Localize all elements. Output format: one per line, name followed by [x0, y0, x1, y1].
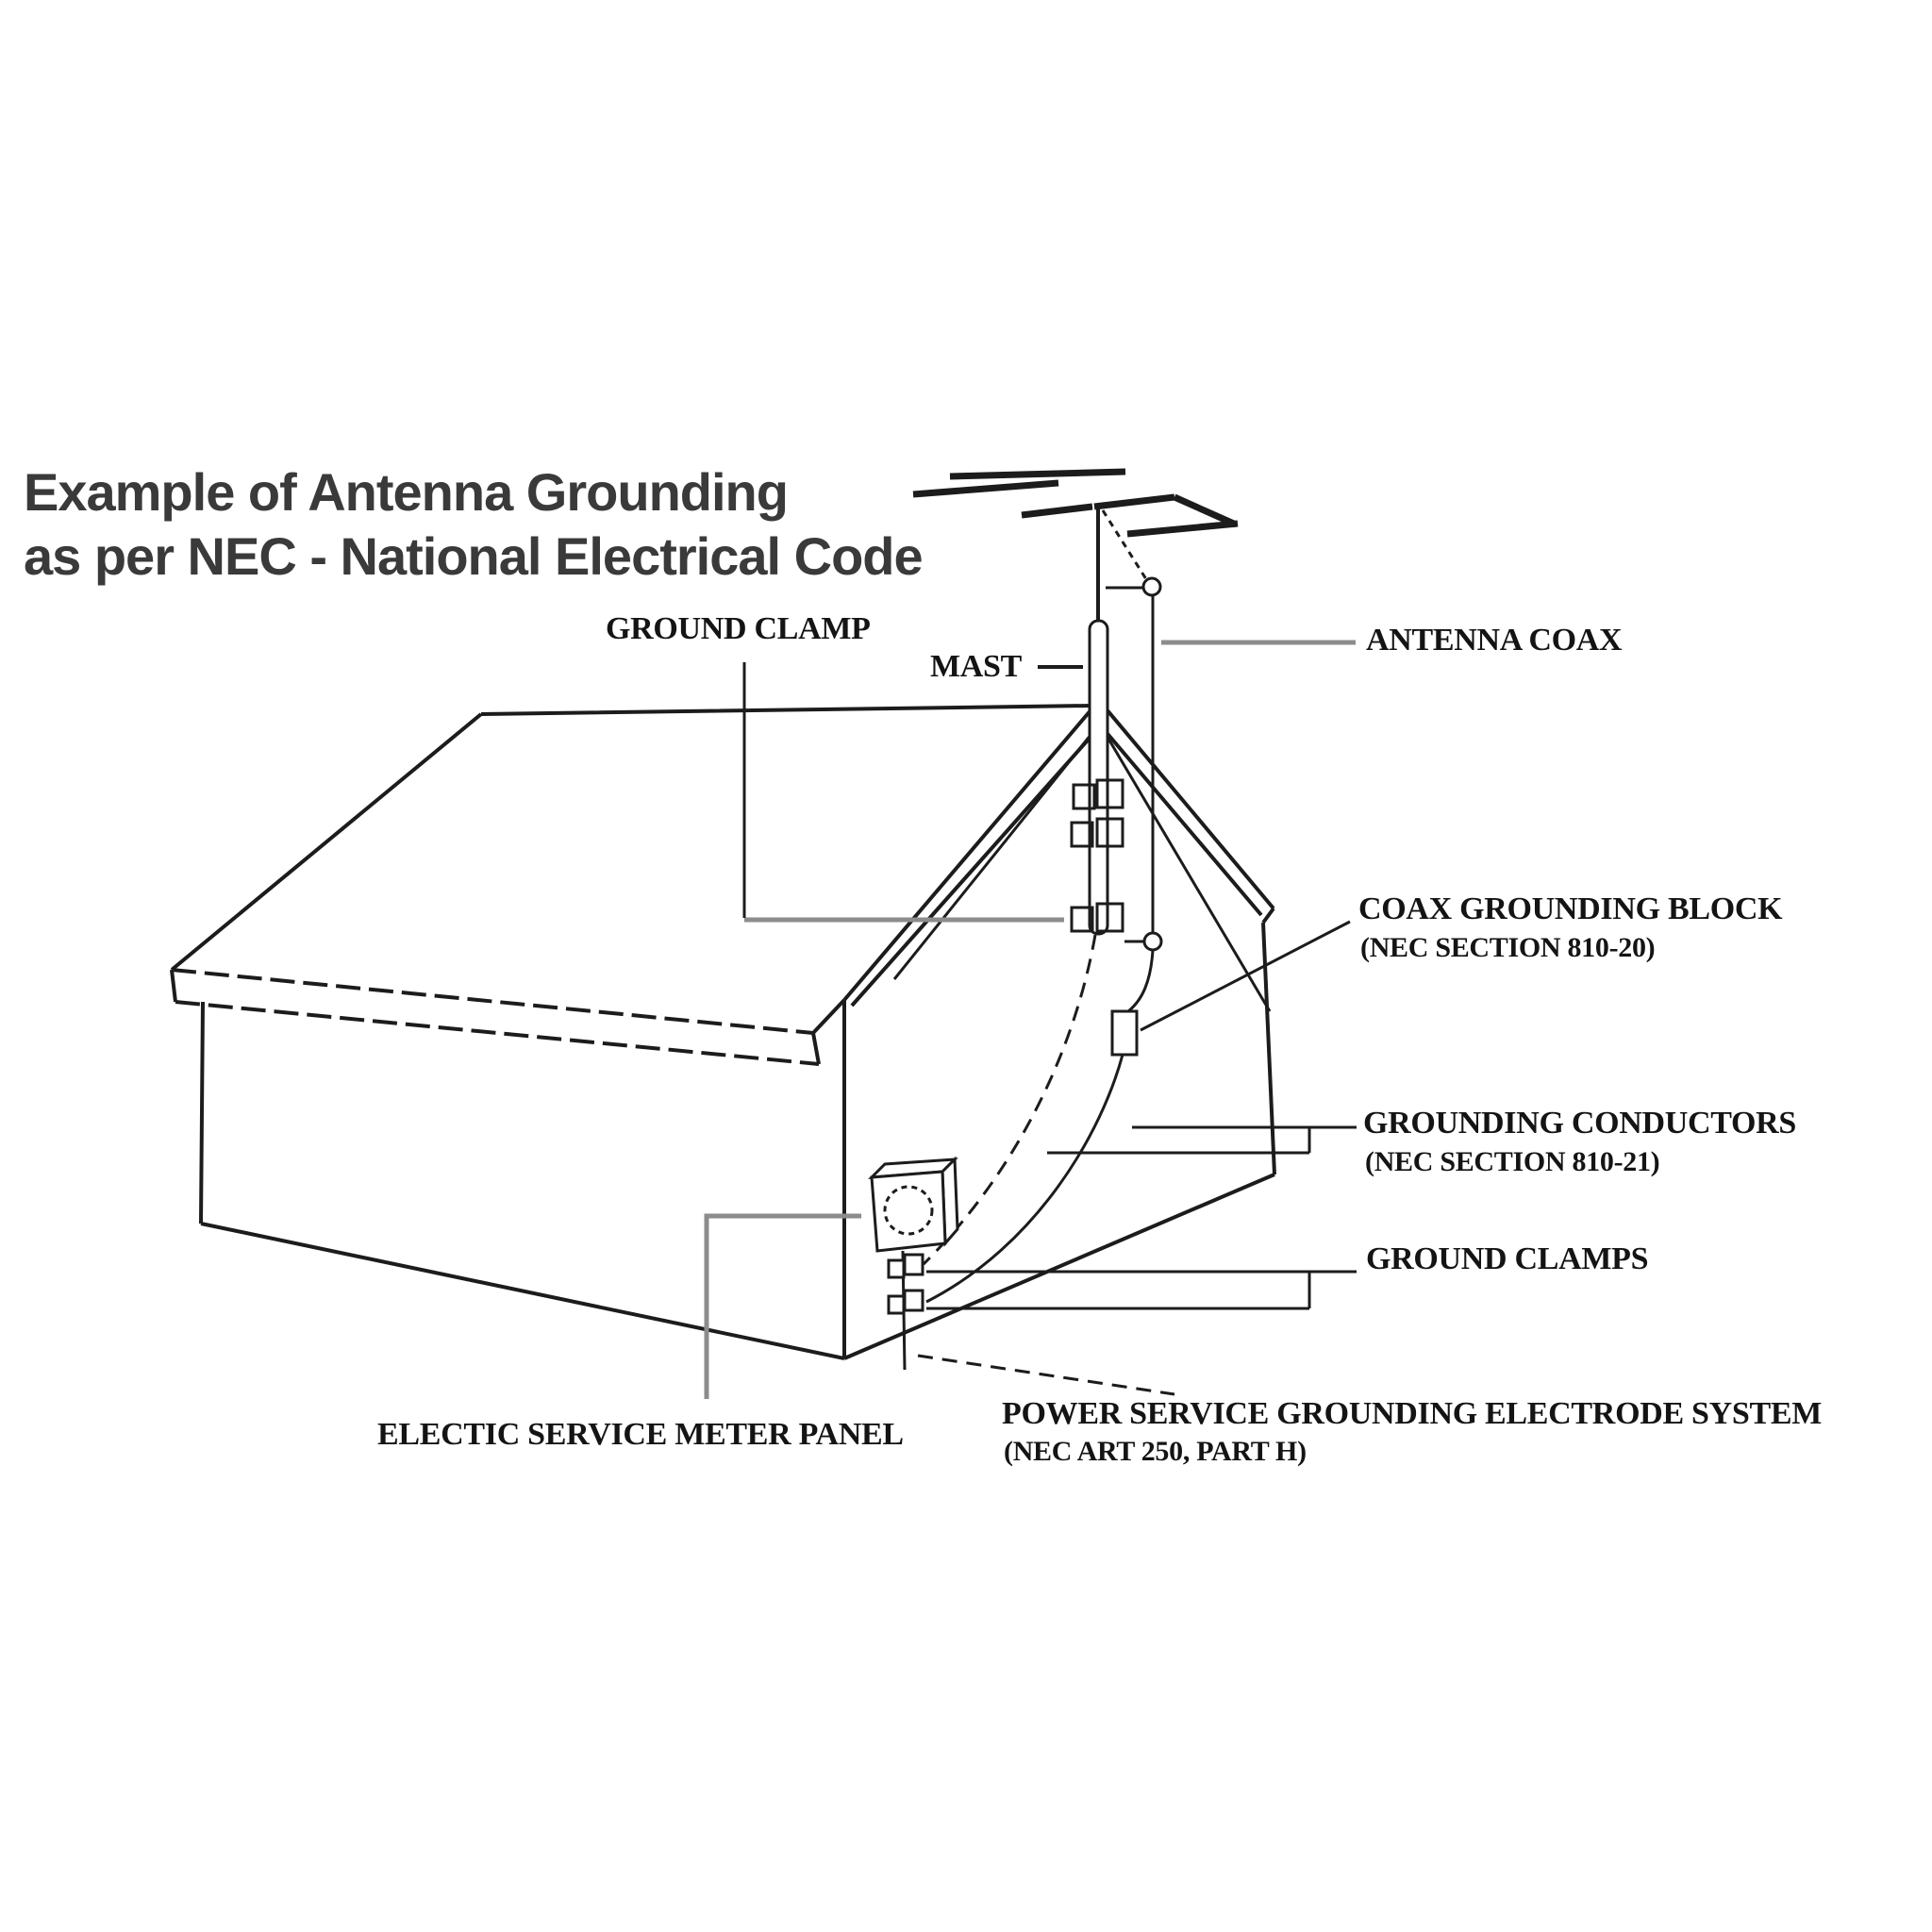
label-ground-clamps: GROUND CLAMPS [1366, 1241, 1649, 1276]
service-ground-clamp-upper [887, 1253, 924, 1279]
power-service-leader-dashed [917, 1354, 1175, 1396]
coax-standoff-upper [1141, 576, 1162, 597]
antenna-drawing [912, 468, 1239, 625]
clamp-plate [903, 1253, 924, 1276]
mast-ground-clamp-middle [1070, 817, 1124, 848]
grounding-conductors-leader-bracket [1047, 1125, 1357, 1155]
label-ground-clamp: GROUND CLAMP [606, 611, 871, 646]
mast-ground-clamp-lower [1070, 902, 1124, 933]
mast-tube [1088, 619, 1109, 936]
gable-rake-fascia-lines [842, 708, 1275, 1008]
label-mast: MAST [930, 649, 1023, 684]
coax-block-leader [1140, 920, 1351, 1032]
label-coax-grounding-block-sub: (NEC SECTION 810-20) [1360, 932, 1656, 963]
antenna-feed-line [1101, 509, 1148, 580]
house-drawing [170, 704, 1276, 1360]
mast-ground-clamp-upper [1072, 778, 1124, 810]
coax-curve-to-block [1127, 949, 1155, 1013]
clamp-plate [1072, 783, 1096, 810]
roof-ridge-and-rake-lines [170, 704, 1092, 1065]
diagram-title: Example of Antenna Grounding as per NEC … [24, 460, 924, 590]
meter-panel-drawing [868, 1156, 959, 1371]
coax-grounding-block [1110, 1009, 1139, 1057]
label-antenna-coax: ANTENNA COAX [1366, 623, 1623, 658]
grounding-conductor-curves [922, 934, 1124, 1304]
coax-grounding-conductor [925, 1054, 1124, 1304]
clamp-plate [1095, 778, 1124, 809]
clamp-plate [1095, 902, 1124, 933]
service-ground-clamp-lower [887, 1289, 924, 1315]
meter-panel-leader [704, 1213, 861, 1399]
gray-leader-lines [704, 640, 1356, 1399]
clamp-plate [1070, 821, 1094, 848]
clamp-plate [887, 1258, 906, 1279]
clamp-plate [903, 1289, 924, 1312]
black-leader-lines [742, 662, 1357, 1396]
antenna-elements [912, 468, 1239, 538]
diagram-title-line2: as per NEC - National Electrical Code [24, 526, 924, 587]
mast-guy-wires [892, 733, 1272, 1012]
wall-outline-lines [199, 907, 1276, 1360]
label-coax-grounding-block: COAX GROUNDING BLOCK [1358, 891, 1783, 926]
label-power-service-grounding: POWER SERVICE GROUNDING ELECTRODE SYSTEM [1002, 1396, 1823, 1431]
label-electric-service-meter-panel: ELECTIC SERVICE METER PANEL [377, 1417, 904, 1452]
clamp-plate [1070, 906, 1094, 933]
meter-panel-front-face [870, 1170, 947, 1253]
label-power-service-grounding-sub: (NEC ART 250, PART H) [1004, 1436, 1307, 1467]
mast-grounding-conductor [922, 934, 1097, 1266]
ground-clamps-leader-bracket [926, 1270, 1357, 1310]
coax-standoff-lower [1142, 931, 1163, 952]
mast-drawing [1070, 619, 1124, 936]
clamp-plate [887, 1294, 906, 1315]
meter-dial [883, 1185, 934, 1236]
coax-drawing [1101, 509, 1163, 1057]
diagram-title-line1: Example of Antenna Grounding [24, 462, 789, 522]
label-grounding-conductors-sub: (NEC SECTION 810-21) [1365, 1146, 1660, 1177]
label-grounding-conductors: GROUNDING CONDUCTORS [1363, 1106, 1797, 1141]
clamp-plate [1095, 817, 1124, 848]
front-eave-fascia-lines [171, 968, 820, 1066]
